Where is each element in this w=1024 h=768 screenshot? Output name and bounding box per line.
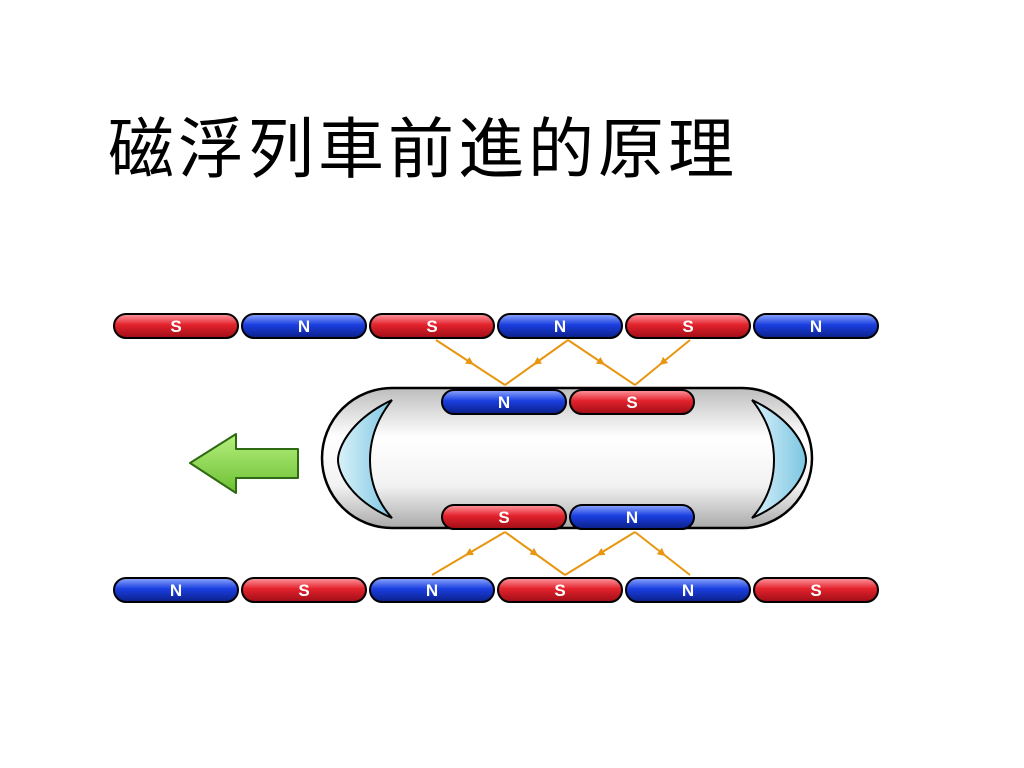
field-line <box>504 339 569 386</box>
field-line <box>634 531 691 576</box>
pole-label: N <box>682 581 694 600</box>
field-line <box>564 531 636 576</box>
pole-label: S <box>426 317 437 336</box>
n-pole-magnet: N <box>569 504 695 530</box>
train-body-icon <box>320 386 814 530</box>
field-line <box>431 531 506 576</box>
n-pole-magnet: N <box>241 313 367 339</box>
field-lines <box>431 339 691 576</box>
n-pole-magnet: N <box>441 389 567 415</box>
s-pole-magnet: S <box>369 313 495 339</box>
pole-label: N <box>498 393 510 412</box>
n-pole-magnet: N <box>753 313 879 339</box>
slide-title: 磁浮列車前進的原理 <box>108 111 738 188</box>
field-line <box>634 339 691 386</box>
pole-label: N <box>554 317 566 336</box>
pole-label: S <box>498 508 509 527</box>
s-pole-magnet: S <box>241 577 367 603</box>
s-pole-magnet: S <box>753 577 879 603</box>
s-pole-magnet: S <box>441 504 567 530</box>
pole-label: S <box>298 581 309 600</box>
pole-label: S <box>554 581 565 600</box>
s-pole-magnet: S <box>625 313 751 339</box>
field-line <box>567 339 636 386</box>
n-pole-magnet: N <box>113 577 239 603</box>
pole-label: N <box>426 581 438 600</box>
pole-label: N <box>810 317 822 336</box>
pole-label: S <box>682 317 693 336</box>
green-arrow-left-icon <box>189 433 299 494</box>
pole-label: S <box>810 581 821 600</box>
s-pole-magnet: S <box>497 577 623 603</box>
field-line <box>435 339 506 386</box>
n-pole-magnet: N <box>625 577 751 603</box>
s-pole-magnet: S <box>113 313 239 339</box>
n-pole-magnet: N <box>497 313 623 339</box>
n-pole-magnet: N <box>369 577 495 603</box>
pole-label: S <box>170 317 181 336</box>
pole-label: N <box>298 317 310 336</box>
pole-label: N <box>170 581 182 600</box>
field-line <box>504 531 566 576</box>
s-pole-magnet: S <box>569 389 695 415</box>
pole-label: N <box>626 508 638 527</box>
pole-label: S <box>626 393 637 412</box>
